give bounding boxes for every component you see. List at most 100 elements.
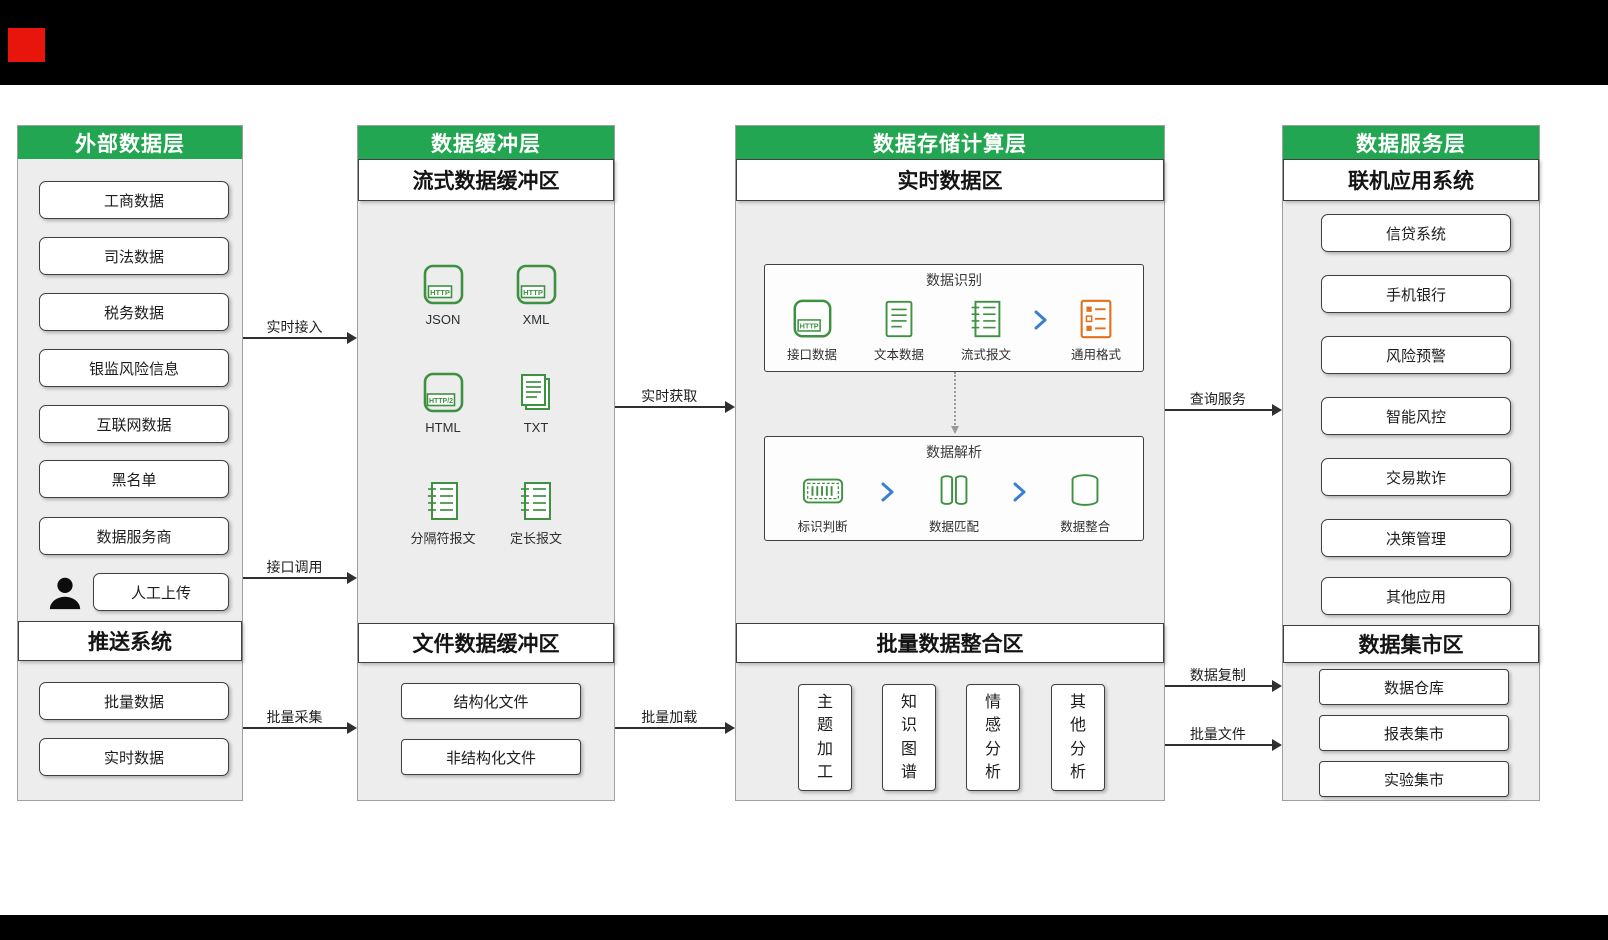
mart-item-box: 实验集市 xyxy=(1319,761,1509,797)
stream-item: TXT xyxy=(491,370,581,435)
batch-item-box: 情感分析 xyxy=(966,684,1020,791)
parsing-title: 数据解析 xyxy=(926,444,982,460)
http-file-icon xyxy=(790,297,834,341)
arrow-label: 数据复制 xyxy=(1189,667,1246,683)
arrow-label: 查询服务 xyxy=(1189,391,1246,407)
batch-item-box: 其他分析 xyxy=(1051,684,1105,791)
arrow-label: 批量采集 xyxy=(266,709,323,725)
arrow-label: 实时获取 xyxy=(641,388,698,404)
arrow-batch-file: 批量文件 xyxy=(1165,726,1282,751)
arrow-interface-call: 接口调用 xyxy=(243,559,357,584)
recognition-item: 流式报文 xyxy=(946,297,1026,363)
manual-upload-box: 人工上传 xyxy=(93,573,229,611)
message-doc-icon xyxy=(964,297,1008,341)
layer-storage-panel: 数据存储计算层 实时数据区 数据识别 接口数据 文本数据 流式报文 xyxy=(735,125,1165,801)
mart-item-box: 数据仓库 xyxy=(1319,669,1509,705)
arrow-label: 接口调用 xyxy=(266,559,323,575)
text-doc-icon xyxy=(877,297,921,341)
http2-file-icon xyxy=(420,370,466,416)
stream-item: 定长报文 xyxy=(491,478,581,547)
stream-item: JSON xyxy=(398,262,488,327)
parsing-item-label: 数据整合 xyxy=(1060,520,1111,534)
stream-item: XML xyxy=(491,262,581,327)
arrow-query-service: 查询服务 xyxy=(1165,391,1282,416)
file-item-box: 非结构化文件 xyxy=(401,739,581,775)
layer-storage-title: 数据存储计算层 xyxy=(736,126,1164,159)
recognition-box: 数据识别 接口数据 文本数据 流式报文 通用格式 xyxy=(764,264,1144,372)
layer-buffer-title: 数据缓冲层 xyxy=(358,126,614,159)
layer-buffer-panel: 数据缓冲层 流式数据缓冲区 JSON XML HTML TXT 分隔符报文 定长… xyxy=(357,125,615,801)
layer-external-panel: 外部数据层 工商数据 司法数据 税务数据 银监风险信息 互联网数据 黑名单 数据… xyxy=(17,125,243,801)
barcode-icon xyxy=(801,469,845,513)
stream-item: HTML xyxy=(398,370,488,435)
external-item-box: 司法数据 xyxy=(39,237,229,275)
stream-item-label: XML xyxy=(522,312,550,327)
stream-item-label: 定长报文 xyxy=(509,531,562,546)
parsing-item: 标识判断 xyxy=(783,469,863,535)
message-doc-icon xyxy=(513,478,559,524)
red-indicator xyxy=(8,28,45,62)
push-item-box: 批量数据 xyxy=(39,682,229,720)
online-item-box: 智能风控 xyxy=(1321,397,1511,435)
message-doc-icon xyxy=(420,478,466,524)
parsing-item-label: 数据匹配 xyxy=(928,520,979,534)
batch-item-label: 知识图谱 xyxy=(900,694,917,781)
recognition-item-label: 接口数据 xyxy=(786,348,837,362)
online-item-box: 信贷系统 xyxy=(1321,214,1511,252)
stream-item-label: 分隔符报文 xyxy=(410,531,476,546)
database-icon xyxy=(1063,469,1107,513)
online-item-box: 决策管理 xyxy=(1321,519,1511,557)
parsing-item: 数据匹配 xyxy=(914,469,994,535)
arrow-batch-load: 批量加载 xyxy=(615,709,735,734)
dotted-down-arrow xyxy=(951,372,959,434)
parsing-box: 数据解析 标识判断 数据匹配 数据整合 xyxy=(764,436,1144,541)
push-item-box: 实时数据 xyxy=(39,738,229,776)
data-mart-title: 数据集市区 xyxy=(1283,625,1539,663)
recognition-item: 文本数据 xyxy=(859,297,939,363)
push-system-title: 推送系统 xyxy=(18,621,242,661)
data-columns-icon xyxy=(932,469,976,513)
online-item-box: 其他应用 xyxy=(1321,577,1511,615)
external-item-box: 互联网数据 xyxy=(39,405,229,443)
file-buffer-title: 文件数据缓冲区 xyxy=(358,623,614,663)
arrow-label: 批量加载 xyxy=(641,709,698,725)
batch-area-title: 批量数据整合区 xyxy=(736,623,1164,663)
arrow-realtime-access: 实时接入 xyxy=(243,319,357,344)
stream-item: 分隔符报文 xyxy=(398,478,488,547)
mart-item-box: 报表集市 xyxy=(1319,715,1509,751)
external-item-box: 数据服务商 xyxy=(39,517,229,555)
recognition-item-label: 文本数据 xyxy=(873,348,924,362)
checklist-icon xyxy=(1074,297,1118,341)
person-icon xyxy=(46,574,84,612)
layer-service-panel: 数据服务层 联机应用系统 信贷系统 手机银行 风险预警 智能风控 交易欺诈 决策… xyxy=(1282,125,1540,801)
chevron-right-icon xyxy=(880,481,896,503)
http-file-icon xyxy=(513,262,559,308)
realtime-area-title: 实时数据区 xyxy=(736,159,1164,201)
recognition-item-label: 通用格式 xyxy=(1070,348,1121,362)
arrow-data-copy: 数据复制 xyxy=(1165,667,1282,692)
arrow-batch-collect: 批量采集 xyxy=(243,709,357,734)
external-item-box: 黑名单 xyxy=(39,460,229,498)
recognition-item: 通用格式 xyxy=(1056,297,1136,363)
stream-buffer-title: 流式数据缓冲区 xyxy=(358,159,614,201)
batch-item-box: 主题加工 xyxy=(798,684,852,791)
batch-item-box: 知识图谱 xyxy=(882,684,936,791)
external-item-box: 税务数据 xyxy=(39,293,229,331)
stream-item-label: HTML xyxy=(425,420,461,435)
arrow-label: 批量文件 xyxy=(1189,726,1246,742)
batch-item-label: 其他分析 xyxy=(1069,694,1086,781)
text-pages-icon xyxy=(513,370,559,416)
parsing-item: 数据整合 xyxy=(1045,469,1125,535)
recognition-title: 数据识别 xyxy=(926,272,982,288)
http-file-icon xyxy=(420,262,466,308)
online-item-box: 风险预警 xyxy=(1321,336,1511,374)
arrow-realtime-fetch: 实时获取 xyxy=(615,388,735,413)
stream-item-label: JSON xyxy=(425,312,461,327)
layer-service-title: 数据服务层 xyxy=(1283,126,1539,159)
parsing-item-label: 标识判断 xyxy=(797,520,848,534)
batch-item-label: 情感分析 xyxy=(984,694,1001,781)
chevron-right-icon xyxy=(1033,309,1049,331)
stream-item-label: TXT xyxy=(523,420,549,435)
online-app-title: 联机应用系统 xyxy=(1283,159,1539,201)
